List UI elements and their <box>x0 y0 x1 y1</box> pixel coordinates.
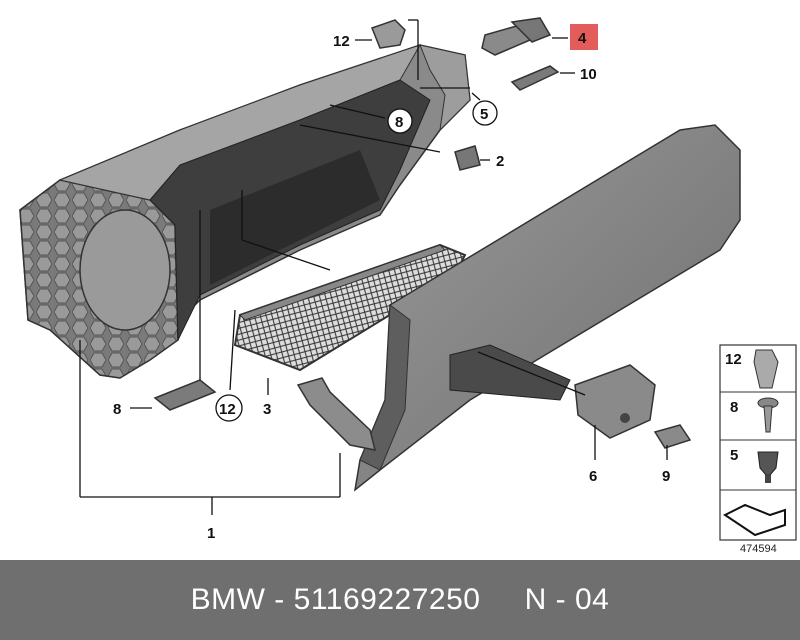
spacer <box>480 583 524 617</box>
parts-diagram: 12 4 10 5 8 2 8 12 3 1 6 9 12 8 5 474594 <box>19 17 797 555</box>
callout-5: 5 <box>480 106 488 123</box>
rubber-buffer-icon <box>757 451 779 483</box>
callout-3: 3 <box>263 401 271 418</box>
glove-box-lid <box>353 124 741 492</box>
callout-8-circle <box>387 108 413 134</box>
glove-box-housing <box>19 44 471 379</box>
callout-8: 8 <box>395 114 403 131</box>
callout-5-circle <box>472 100 498 126</box>
part-info-bar: BMW - 51169227250 N - 04 <box>0 560 800 640</box>
brand-label: BMW <box>190 583 266 616</box>
callout-10: 10 <box>580 66 597 83</box>
variant-code: N - 04 <box>524 583 610 616</box>
part-9-cylinder <box>653 424 692 449</box>
fastener-legend: 12 8 5 <box>719 344 797 541</box>
part-6-lock <box>574 364 656 439</box>
legend-number-12: 12 <box>725 351 742 368</box>
callout-4: 4 <box>578 30 587 47</box>
diagram-id: 474594 <box>740 543 777 555</box>
part-2-cap <box>454 145 481 171</box>
callout-9: 9 <box>662 468 670 485</box>
part-7-lamp <box>153 379 217 411</box>
leader-lines <box>79 19 668 515</box>
part-4-damper <box>481 17 552 56</box>
callout-6: 6 <box>589 468 597 485</box>
legend-number-5: 5 <box>730 447 738 464</box>
part-10-strip <box>510 65 560 91</box>
clip-icon <box>753 349 779 389</box>
lid-hinge <box>296 377 377 451</box>
callout-4-highlight <box>570 24 598 50</box>
screw-icon <box>757 397 779 433</box>
legend-number-8: 8 <box>730 399 738 416</box>
callout-11: 12 <box>333 33 350 50</box>
separator: - <box>265 583 294 616</box>
part-number: 51169227250 <box>293 583 481 616</box>
callout-12: 12 <box>219 401 236 418</box>
callout-12-circle <box>215 394 243 422</box>
arrow-bracket-icon <box>723 503 786 537</box>
callout-7: 8 <box>113 401 121 418</box>
part-11-clip <box>371 19 406 49</box>
callout-1: 1 <box>207 525 215 542</box>
callout-2: 2 <box>496 153 504 170</box>
